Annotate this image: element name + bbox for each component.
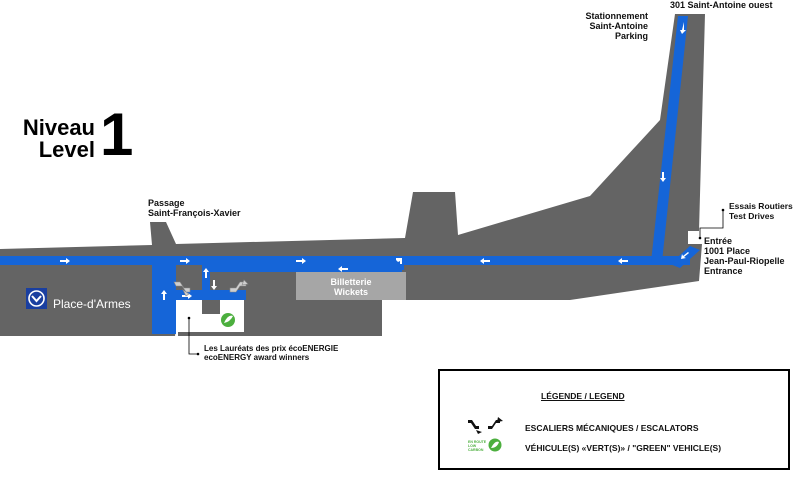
ecoenergy-line: ecoENERGY award winners (204, 353, 310, 362)
ticket-office-line: Wickets (334, 287, 368, 297)
entrance-line: Entrance (704, 266, 743, 276)
arrow-down (660, 172, 666, 182)
arrow-right (60, 258, 70, 264)
arrow-up (161, 290, 167, 300)
arrow-left (618, 258, 628, 264)
green-badge-line: CARBON (468, 448, 484, 452)
legend-green-vehicles-label: VÉHICULE(S) «VERT(S)» / "GREEN" VEHICLE(… (525, 443, 722, 453)
escalator-icon (229, 279, 249, 293)
parking-label: Stationnement Saint-Antoine Parking (548, 11, 648, 41)
arrow-down-left (681, 252, 689, 259)
arrow-down (211, 280, 217, 290)
direction-arrows (60, 22, 689, 300)
arrow-down (680, 22, 686, 34)
parking-line: Parking (614, 31, 648, 41)
ecoenergy-label: Les Lauréats des prix écoENERGIE ecoENER… (204, 344, 338, 362)
legend-escalators-label: ESCALIERS MÉCANIQUES / ESCALATORS (525, 423, 699, 433)
ecoenergy-pillar (202, 300, 220, 314)
level-title-en: Level (38, 137, 95, 162)
test-drives-label: Essais Routiers Test Drives (729, 201, 793, 221)
ecoenergy-line: Les Lauréats des prix écoENERGIE (204, 344, 339, 353)
escalator-icon (173, 281, 191, 297)
ticket-office-label: Billetterie Wickets (296, 277, 406, 297)
test-drives-line: Essais Routiers (729, 201, 793, 211)
building-footprint (0, 14, 705, 336)
arrow-right (296, 258, 306, 264)
leader-lines (188, 210, 724, 355)
ticket-office-line: Billetterie (330, 277, 372, 287)
arrow-right (180, 258, 190, 264)
metro-station-label: Place-d'Armes (53, 297, 131, 311)
arrow-left (338, 266, 348, 272)
arrow-curve (396, 258, 402, 264)
parking-line: Stationnement (585, 11, 648, 21)
parking-line: Saint-Antoine (589, 21, 649, 31)
legend-escalator-icon (468, 417, 503, 434)
address-top-label: 301 Saint-Antoine ouest (670, 0, 773, 10)
legend-title: LÉGENDE / LEGEND (541, 391, 625, 401)
metro-icon (28, 290, 45, 307)
passage-line: Saint-François-Xavier (148, 208, 241, 218)
green-vehicle-icon (221, 313, 235, 327)
legend-green-vehicle-icon: EN ROUTE LOW CARBON (468, 437, 502, 455)
level-number: 1 (100, 101, 134, 168)
arrow-right (182, 293, 192, 299)
green-badge-line: LOW (468, 444, 477, 448)
entrance-line: 1001 Place (704, 246, 751, 256)
passage-label: Passage Saint-François-Xavier (148, 198, 241, 218)
entrance-line: Entrée (704, 236, 733, 246)
green-badge-line: EN ROUTE (468, 440, 487, 444)
test-drives-line: Test Drives (729, 211, 775, 221)
ticket-office (296, 272, 406, 300)
legend: LÉGENDE / LEGEND ESCALIERS MÉCANIQUES / … (438, 369, 790, 470)
entrance-label: Entrée 1001 Place Jean-Paul-Riopelle Ent… (704, 236, 785, 276)
arrow-left (480, 258, 490, 264)
passage-line: Passage (148, 198, 185, 208)
entrance-notch (688, 231, 700, 243)
entrance-line: Jean-Paul-Riopelle (704, 256, 785, 266)
arrow-up (203, 268, 209, 278)
level-title-fr: Niveau (22, 115, 95, 140)
